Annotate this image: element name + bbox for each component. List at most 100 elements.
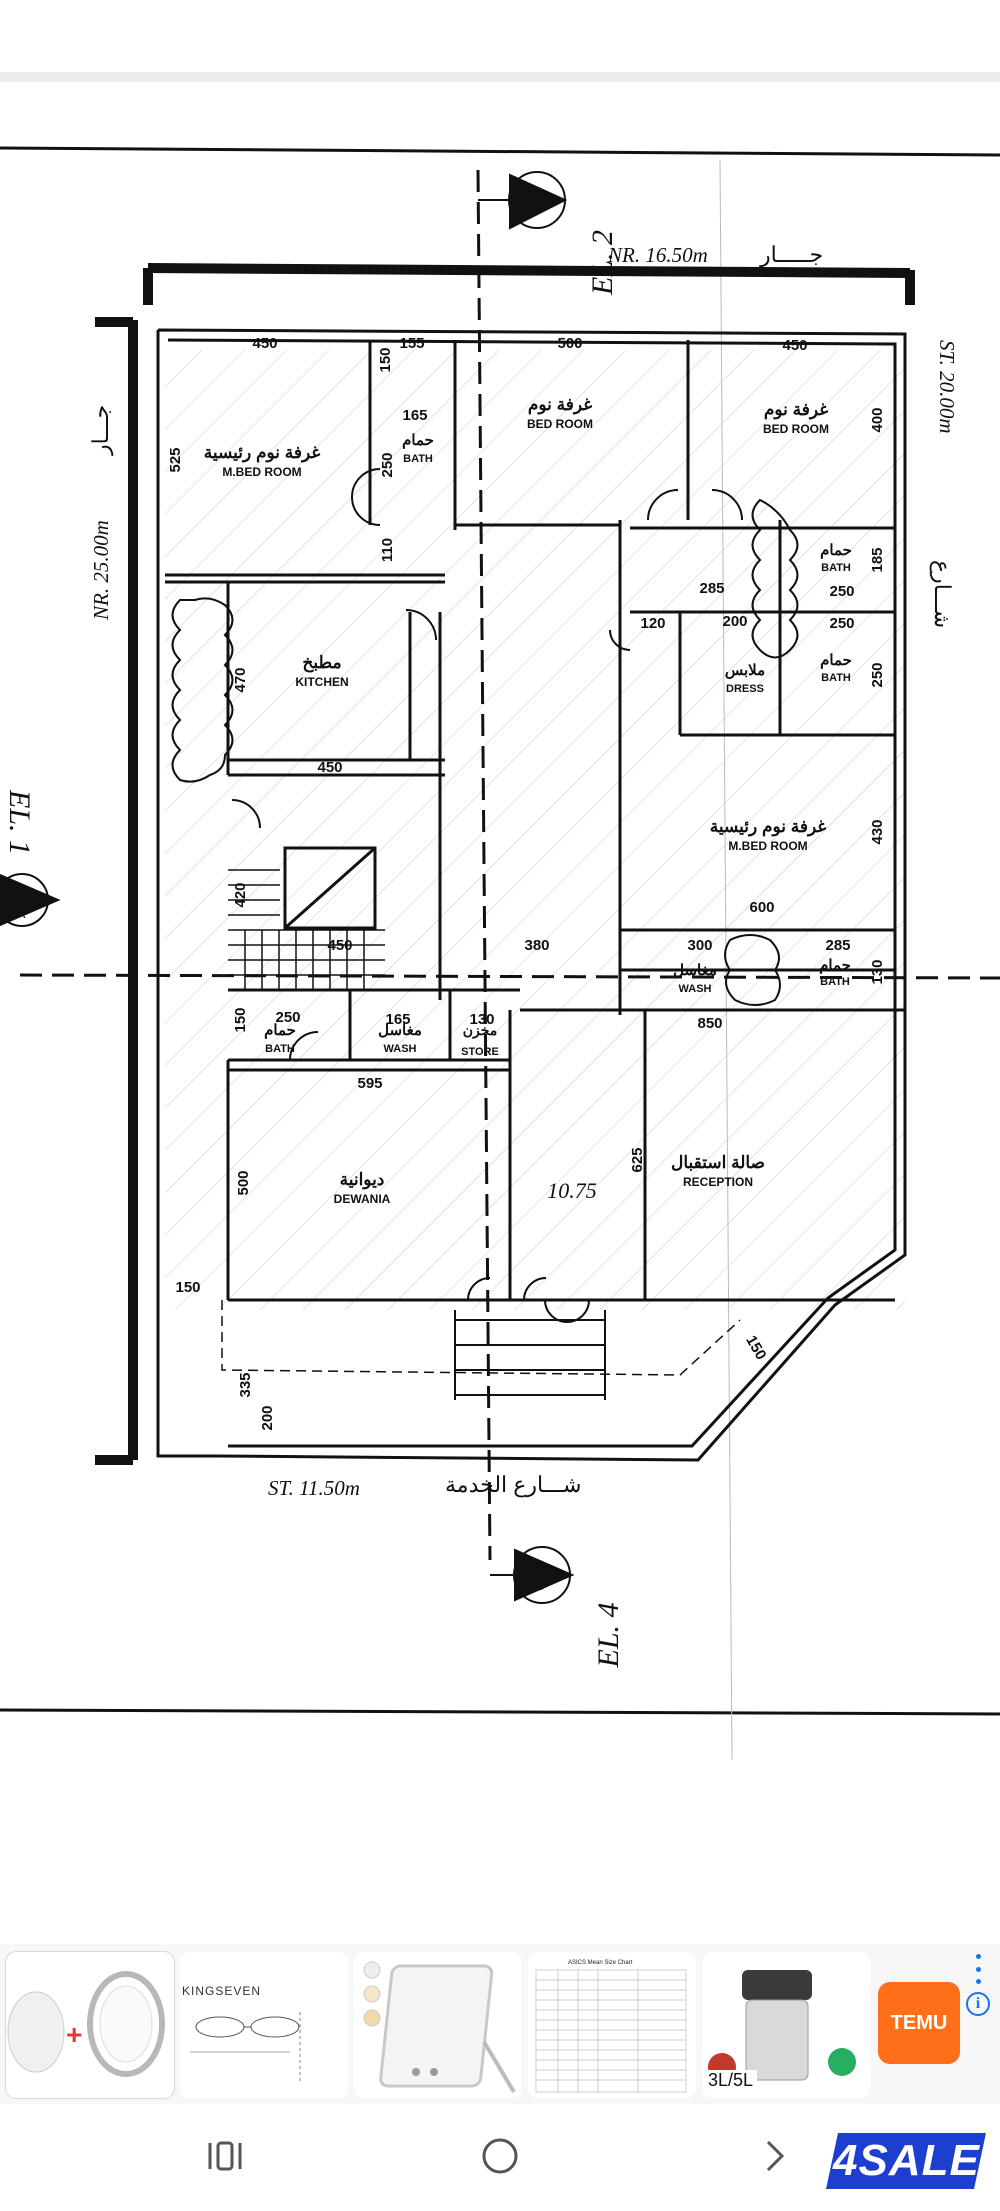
room-kitchen-en: KITCHEN xyxy=(295,675,348,689)
dim: 430 xyxy=(869,819,886,844)
ad-kingseven[interactable]: KINGSEVEN xyxy=(180,1952,348,2098)
divider xyxy=(0,72,1000,82)
ad-size-chart-title: ASICS Mean Size Chart xyxy=(568,1960,633,1966)
dim: 470 xyxy=(232,667,249,692)
watch-case-icon: + xyxy=(7,1971,165,2077)
room-dewania-ar: ديوانية xyxy=(340,1170,385,1190)
room-bath4-ar: حمام xyxy=(819,957,851,974)
room-mbed2-en: M.BED ROOM xyxy=(728,839,807,853)
room-kitchen-ar: مطبخ xyxy=(302,653,341,673)
room-bed3-ar: غرفة نوم xyxy=(764,400,828,420)
info-icon[interactable]: i xyxy=(966,1992,990,2016)
dim: 285 xyxy=(699,580,724,597)
dim: 150 xyxy=(175,1279,200,1296)
room-mbed1-en: M.BED ROOM xyxy=(222,465,301,479)
room-bath2-ar: حمام xyxy=(820,542,852,559)
dim: 250 xyxy=(869,662,886,687)
recent-apps-button[interactable] xyxy=(186,2126,266,2186)
dim: 150 xyxy=(742,1333,769,1363)
ads-carousel[interactable]: + KINGSEVEN ASICS Mean Size Chart xyxy=(0,1944,1000,2104)
ad-watch-case[interactable]: + xyxy=(6,1952,174,2098)
st-bottom-label: ST. 11.50m xyxy=(268,1476,360,1500)
room-store-ar: مخزن xyxy=(463,1022,498,1039)
dim: 450 xyxy=(252,335,277,352)
nr-left-label: NR. 25.00m xyxy=(89,520,113,621)
st-bottom-ar: شـــارع الخدمة xyxy=(445,1472,581,1498)
room-bath4-en: BATH xyxy=(820,976,850,988)
dim: 150 xyxy=(377,347,394,372)
lamp-icon xyxy=(363,1961,516,2094)
room-dress-ar: ملابس xyxy=(725,662,765,679)
area-value: 10.75 xyxy=(547,1178,597,1203)
dim: 380 xyxy=(524,937,549,954)
dim: 120 xyxy=(640,615,665,632)
dim: 420 xyxy=(232,882,249,907)
room-wash2-ar: مغاسل xyxy=(378,1022,422,1039)
dim: 185 xyxy=(869,547,886,572)
marker-b-top: B xyxy=(529,202,540,219)
dim: 600 xyxy=(749,899,774,916)
brand-logo[interactable]: 4SALE xyxy=(826,2133,986,2189)
room-dress-en: DRESS xyxy=(726,683,764,695)
nr-top-label: NR. 16.50m xyxy=(607,243,708,267)
status-area xyxy=(0,0,1000,72)
dim: 150 xyxy=(232,1007,249,1032)
dim: 250 xyxy=(379,452,396,477)
dim: 450 xyxy=(317,759,342,776)
temu-logo: TEMU xyxy=(878,1982,960,2064)
dim: 300 xyxy=(687,937,712,954)
room-bath2-en: BATH xyxy=(821,562,851,574)
room-wash1-en: WASH xyxy=(679,983,712,995)
ad-chopper-label: 3L/5L xyxy=(704,2070,758,2091)
ad-light-lamp[interactable] xyxy=(354,1952,522,2098)
dim: 595 xyxy=(357,1075,382,1092)
st-right-ar: شـــارع xyxy=(929,560,955,628)
room-store-en: STORE xyxy=(461,1046,499,1058)
room-mbed1-ar: غرفة نوم رئيسية xyxy=(204,443,321,463)
dim: 625 xyxy=(629,1147,646,1172)
ad-temu[interactable]: TEMU i xyxy=(876,1952,994,2098)
room-bath1-ar: حمام xyxy=(402,432,434,449)
room-wash1-ar: مغاسل xyxy=(673,962,717,979)
room-bed2-en: BED ROOM xyxy=(527,417,593,431)
home-button[interactable] xyxy=(460,2126,540,2186)
dim: 250 xyxy=(275,1009,300,1026)
room-bed2-ar: غرفة نوم xyxy=(528,395,592,415)
marker-b-bottom: B xyxy=(534,1577,545,1594)
chopper-icon xyxy=(708,1970,856,2081)
floor-plan-drawing: EL. 2 EL. 4 EL. 1 NR. 16.50m جـــــار NR… xyxy=(0,146,1000,1761)
ad-chopper[interactable]: 3L/5L xyxy=(702,1952,870,2098)
dim: 450 xyxy=(782,337,807,354)
room-bath5-en: BATH xyxy=(265,1043,295,1055)
dim: 450 xyxy=(327,937,352,954)
room-mbed2-ar: غرفة نوم رئيسية xyxy=(710,817,827,837)
room-reception-ar: صالة استقبال xyxy=(671,1153,765,1172)
temu-label: TEMU xyxy=(890,2011,948,2034)
room-bath1-en: BATH xyxy=(403,453,433,465)
svg-text:+: + xyxy=(66,2019,82,2050)
dim: 850 xyxy=(697,1015,722,1032)
dim: 500 xyxy=(557,335,582,352)
dim: 400 xyxy=(869,407,886,432)
room-bath3-en: BATH xyxy=(821,672,851,684)
room-wash2-en: WASH xyxy=(384,1043,417,1055)
dim: 250 xyxy=(829,583,854,600)
room-bed3-en: BED ROOM xyxy=(763,422,829,436)
marker-top xyxy=(478,171,568,230)
dim: 200 xyxy=(259,1405,276,1430)
back-button[interactable] xyxy=(735,2126,815,2186)
dim: 500 xyxy=(235,1170,252,1195)
ad-size-chart[interactable]: ASICS Mean Size Chart xyxy=(528,1952,696,2098)
el1-label: EL. 1 xyxy=(3,789,36,855)
dim: 200 xyxy=(722,613,747,630)
more-icon[interactable] xyxy=(976,1954,982,1984)
room-reception-en: RECEPTION xyxy=(683,1175,753,1189)
room-dewania-en: DEWANIA xyxy=(334,1192,391,1206)
nr-left-ar: جـــار xyxy=(88,405,114,456)
back-icon xyxy=(766,2140,785,2172)
sunglasses-icon xyxy=(190,2012,301,2082)
dim: 165 xyxy=(385,1011,410,1028)
dim: 130 xyxy=(869,959,886,984)
floor-plan-image[interactable]: EL. 2 EL. 4 EL. 1 NR. 16.50m جـــــار NR… xyxy=(0,82,1000,1944)
dim: 110 xyxy=(379,538,396,562)
